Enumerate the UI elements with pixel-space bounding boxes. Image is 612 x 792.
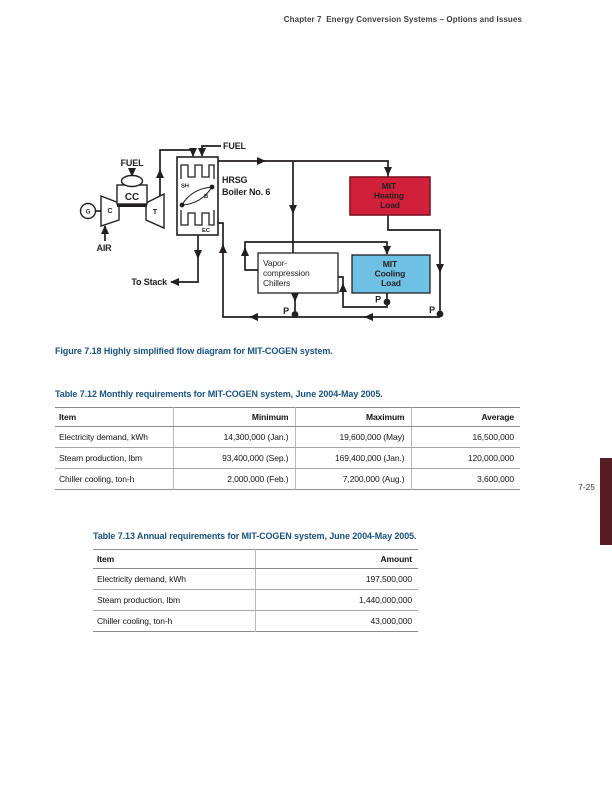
duct-bar: [117, 203, 147, 207]
table-cell: Electricity demand, kWh: [93, 568, 255, 590]
heating-condensate-line: [387, 215, 441, 317]
pump-dot: [291, 311, 299, 318]
table-cell: Steam production, lbm: [93, 589, 255, 611]
hrsg-group: [176, 156, 219, 236]
combustor-label: CC: [125, 192, 139, 203]
pump-label: P: [375, 295, 381, 305]
table-713-caption: Table 7.13 Annual requirements for MIT-C…: [93, 531, 417, 541]
table-row: Chiller cooling, ton-h 2,000,000 (Feb.)7,…: [55, 468, 520, 490]
compressor-symbol: [100, 194, 120, 227]
hrsg-fuel-label: FUEL: [223, 141, 247, 151]
table-cell: Steam production, lbm: [55, 447, 173, 469]
gas-turbine-group: [79, 174, 165, 230]
table-cell: 14,300,000 (Jan.): [172, 426, 295, 448]
table-cell: 7,200,000 (Aug.): [294, 468, 411, 490]
boiler-node: [179, 202, 185, 208]
chilled-supply-line: [244, 241, 392, 271]
table-cell: 1,440,000,000: [254, 589, 418, 611]
generator-symbol: [79, 202, 97, 220]
chillers-box: [257, 252, 339, 294]
column-header: Average: [410, 407, 520, 427]
flow-arrowheads: [155, 156, 445, 322]
column-header: Item: [93, 549, 255, 569]
table-cell: 2,000,000 (Feb.): [172, 468, 295, 490]
turbine-label: T: [153, 209, 158, 216]
chapter-edge-tab: [600, 458, 612, 545]
hrsg-fuel-line: [197, 145, 221, 157]
pump-label: P: [429, 305, 435, 315]
cooling-load-label: MIT Cooling Load: [375, 259, 408, 288]
flow-diagram: FUEL FUEL AIR To Stack G C T CC SH B EC …: [79, 141, 445, 322]
superheater-label: SH: [181, 184, 189, 190]
column-header: Minimum: [172, 407, 295, 427]
stack-line: [170, 235, 199, 287]
hrsg-label-line1: HRSG: [222, 175, 248, 185]
column-header: Amount: [254, 549, 418, 569]
boiler-label: B: [204, 194, 208, 200]
combustor-dome: [120, 174, 144, 188]
figure-caption: Figure 7.18 Highly simplified flow diagr…: [55, 346, 333, 356]
cooling-load-box: [351, 254, 431, 294]
condensate-return-line: [218, 222, 440, 318]
table-cell: 197,500,000: [254, 568, 418, 590]
economizer-label: EC: [202, 228, 211, 234]
page-number: 7-25: [578, 483, 595, 492]
table-cell: Electricity demand, kWh: [55, 426, 173, 448]
pump-dot: [383, 298, 391, 306]
chillers-label: Vapor- compression Chillers: [263, 258, 312, 288]
hrsg-label-line2: Boiler No. 6: [222, 187, 270, 197]
table-cell: 43,000,000: [254, 610, 418, 632]
table-cell: 16,500,000: [410, 426, 520, 448]
compressor-label: C: [108, 208, 113, 215]
running-header: Chapter 7 Energy Conversion Systems – Op…: [283, 15, 522, 24]
pump-dot: [436, 310, 444, 318]
gt-fuel-label: FUEL: [121, 158, 145, 168]
table-row: Chiller cooling, ton-h 43,000,000: [93, 610, 418, 632]
heating-load-label: MIT Heating Load: [374, 181, 406, 210]
to-stack-label: To Stack: [131, 277, 168, 287]
turbine-symbol: [145, 192, 165, 230]
table-cell: Chiller cooling, ton-h: [59, 474, 135, 484]
column-header: Maximum: [294, 407, 411, 427]
boiler-node: [209, 184, 215, 190]
table-cell: Chiller cooling, ton-h: [97, 616, 173, 626]
table-cell: 19,600,000 (May): [294, 426, 411, 448]
column-header: Item: [55, 407, 173, 427]
superheater-coil: [180, 164, 215, 179]
heating-load-box: [349, 176, 431, 216]
pump-label: P: [283, 306, 289, 316]
table-712-caption: Table 7.12 Monthly requirements for MIT-…: [55, 389, 383, 399]
table-cell: 93,400,000 (Sep.): [172, 447, 295, 469]
economizer-coil: [180, 210, 215, 226]
generator-label: G: [86, 209, 91, 216]
table-cell: 120,000,000: [410, 447, 520, 469]
air-label: AIR: [96, 243, 112, 253]
table-cell: 3,600,000: [410, 468, 520, 490]
table-cell: 169,400,000 (Jan.): [294, 447, 411, 469]
